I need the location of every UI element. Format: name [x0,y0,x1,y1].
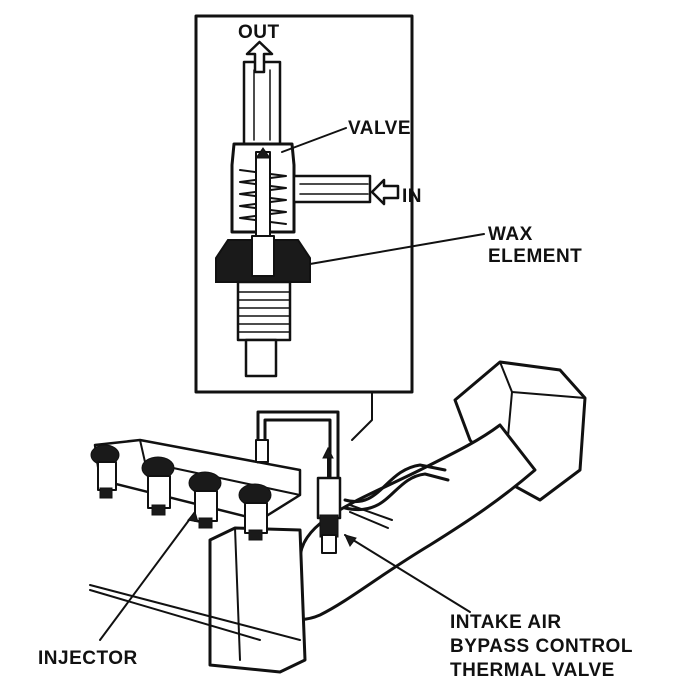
in-label: IN [402,186,422,207]
wax-element-label-line2: ELEMENT [488,246,582,267]
in-arrow-icon [370,178,400,206]
injector-2 [141,456,175,516]
cutaway-detail-panel [194,14,414,441]
valve-label: VALVE [348,118,411,139]
injector-3 [188,471,222,529]
thermal-valve-installed [316,446,342,554]
intake-valve-label-line1: INTAKE AIR [450,612,562,633]
out-label: OUT [238,22,280,43]
injector-1 [90,444,120,499]
injector-label: INJECTOR [38,648,138,669]
valve-cutaway [215,60,372,378]
injector-4 [238,483,272,541]
leader-lines [99,127,485,641]
intake-valve-label-line2: BYPASS CONTROL [450,636,633,657]
bypass-hoses [255,410,450,529]
injectors [90,444,272,541]
flow-arrows [245,40,400,206]
intake-valve-label-line3: THERMAL VALVE [450,660,615,681]
intake-manifold-assembly [89,360,587,674]
wax-element-label-line1: WAX [488,224,533,245]
out-arrow-icon [245,40,274,74]
